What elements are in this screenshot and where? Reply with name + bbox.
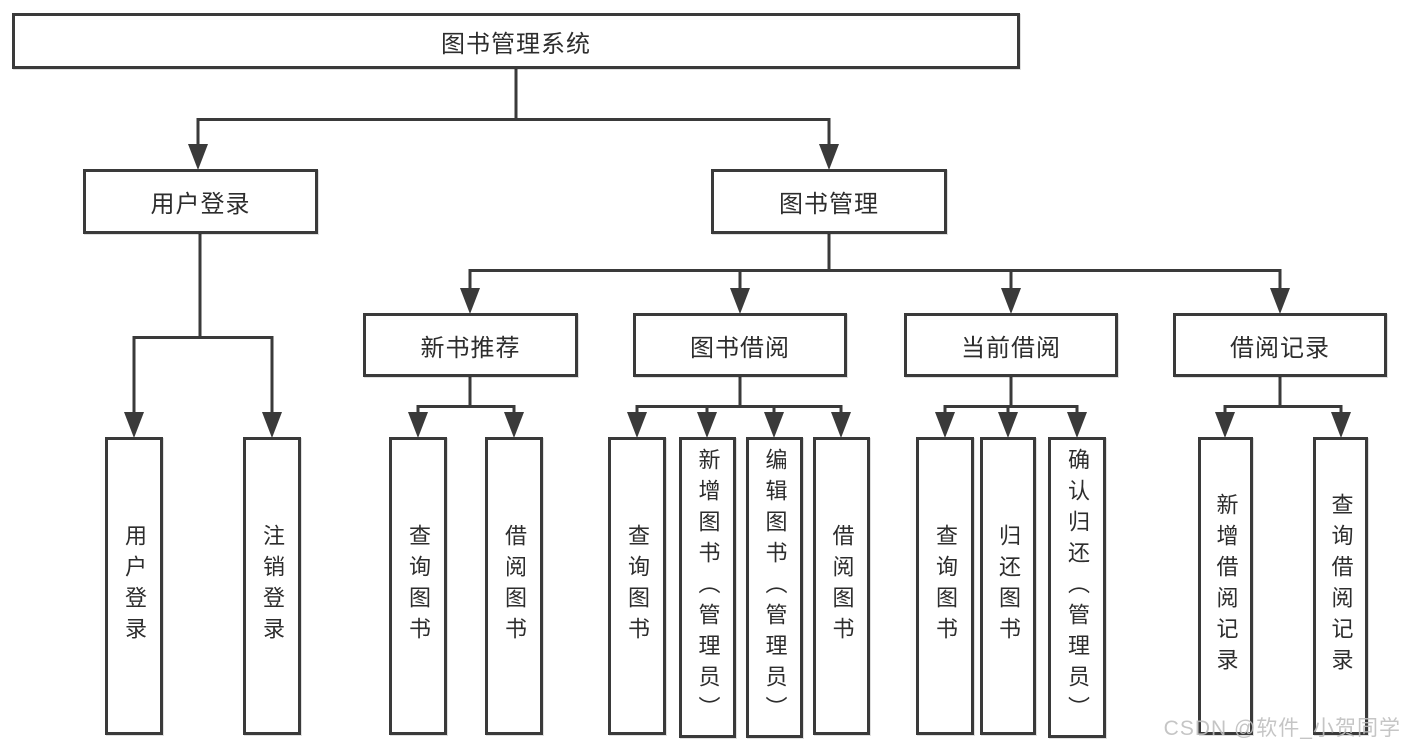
csdn-watermark: CSDN @软件_小贺同学 bbox=[1163, 717, 1401, 740]
node-logout-action: 注销登录 bbox=[243, 437, 301, 735]
node-query-books-current: 查询图书 bbox=[916, 437, 974, 735]
node-query-borrow-record: 查询借阅记录 bbox=[1313, 437, 1368, 735]
arrowheads bbox=[124, 144, 1351, 438]
node-confirm-return-admin: 确认归还（管理员） bbox=[1048, 437, 1106, 738]
node-user-login-action: 用户登录 bbox=[105, 437, 163, 735]
node-current-borrowing: 当前借阅 bbox=[904, 313, 1118, 377]
node-add-book-admin: 新增图书（管理员） bbox=[679, 437, 736, 738]
node-book-management: 图书管理 bbox=[711, 169, 947, 234]
node-new-book-recommend: 新书推荐 bbox=[363, 313, 578, 377]
node-edit-book-admin: 编辑图书（管理员） bbox=[746, 437, 803, 738]
node-borrow-books-recommend: 借阅图书 bbox=[485, 437, 543, 735]
node-library-system: 图书管理系统 bbox=[12, 13, 1020, 69]
node-return-book: 归还图书 bbox=[980, 437, 1036, 735]
node-borrow-books-borrowing: 借阅图书 bbox=[813, 437, 870, 735]
node-query-books-borrowing: 查询图书 bbox=[608, 437, 666, 735]
node-borrow-records: 借阅记录 bbox=[1173, 313, 1387, 377]
node-add-borrow-record: 新增借阅记录 bbox=[1198, 437, 1253, 735]
node-query-books-recommend: 查询图书 bbox=[389, 437, 447, 735]
node-book-borrowing: 图书借阅 bbox=[633, 313, 847, 377]
node-user-login: 用户登录 bbox=[83, 169, 318, 234]
